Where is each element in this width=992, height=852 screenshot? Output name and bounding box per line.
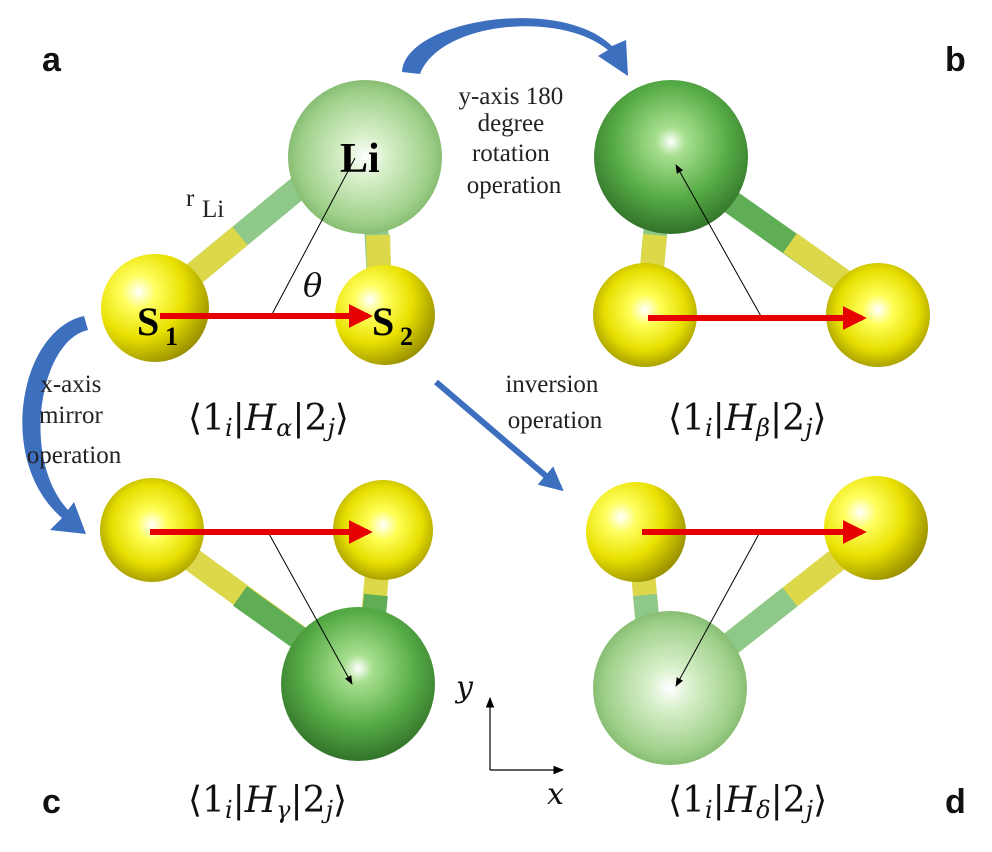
- angle-label: θ: [303, 266, 322, 304]
- hamiltonian-sub: γ: [276, 796, 291, 824]
- rotation-label: y-axis 180 degree rotation operation: [458, 83, 569, 199]
- sulfur-atom-2: [335, 265, 435, 365]
- bra-sub: i: [225, 414, 233, 442]
- matrix-element-c: ⟨1i|Hγ|2j⟩: [188, 780, 347, 824]
- inversion-label-line-1: inversion: [505, 371, 599, 398]
- panel-a: a Li S 1 S 2 r Li θ ⟨1i|Hα|2j⟩: [42, 41, 442, 442]
- mirror-label: x-axis mirror operation: [27, 371, 122, 469]
- hamiltonian-sub: α: [276, 414, 292, 442]
- ket: |2: [292, 398, 327, 439]
- mirror-label-line-3: operation: [27, 442, 122, 469]
- panel-letter-d: d: [945, 783, 966, 821]
- svg-text:⟨1i|Hα|2j⟩: ⟨1i|Hα|2j⟩: [188, 398, 349, 442]
- bra: ⟨1: [668, 398, 705, 439]
- lithium-atom: [594, 80, 748, 234]
- hamiltonian-sub: δ: [756, 796, 770, 824]
- hamiltonian: |H: [233, 398, 277, 439]
- ket-close: ⟩: [813, 398, 827, 439]
- bond-length-label: r: [186, 185, 195, 212]
- panel-d: d ⟨1i|Hδ|2j⟩: [586, 476, 966, 824]
- bra-sub: i: [705, 414, 713, 442]
- ket: |2: [291, 780, 326, 821]
- bra: ⟨1: [188, 398, 225, 439]
- lithium-label: Li: [340, 136, 380, 182]
- rotation-arrow: [402, 18, 628, 76]
- sulfur-2-label: S: [372, 299, 394, 344]
- hamiltonian: |H: [713, 780, 757, 821]
- mirror-label-line-1: x-axis: [40, 371, 101, 398]
- hamiltonian-sub: β: [755, 414, 770, 442]
- li-vector: [269, 157, 356, 319]
- sulfur-atom-2: [826, 263, 930, 367]
- lithium-atom: [281, 607, 435, 761]
- bra: ⟨1: [668, 780, 705, 821]
- mirror-arrow: [22, 316, 89, 534]
- panel-b: b ⟨1i|Hβ|2j⟩: [593, 41, 966, 442]
- svg-text:⟨1i|Hγ|2j⟩: ⟨1i|Hγ|2j⟩: [188, 780, 347, 824]
- mirror-label-line-2: mirror: [39, 402, 104, 429]
- sulfur-1-subscript: 1: [165, 322, 178, 351]
- mirror-operation: x-axis mirror operation: [22, 316, 122, 534]
- panel-letter-a: a: [42, 41, 62, 79]
- rotation-operation: y-axis 180 degree rotation operation: [402, 18, 628, 199]
- hamiltonian: |H: [713, 398, 757, 439]
- sulfur-atom-2: [824, 476, 928, 580]
- ket: |2: [771, 780, 806, 821]
- inversion-label-line-2: operation: [508, 407, 603, 434]
- bond-length-subscript: Li: [202, 196, 224, 223]
- y-axis-label: y: [454, 670, 474, 705]
- sulfur-atom-1: [593, 263, 697, 367]
- li-vector: [267, 531, 353, 685]
- svg-text:⟨1i|Hβ|2j⟩: ⟨1i|Hβ|2j⟩: [668, 398, 827, 442]
- svg-text:⟨1i|Hδ|2j⟩: ⟨1i|Hδ|2j⟩: [668, 780, 827, 824]
- bra-sub: i: [225, 796, 233, 824]
- bra: ⟨1: [188, 780, 225, 821]
- lithium-atom: [593, 611, 747, 765]
- inversion-label: inversion operation: [505, 371, 604, 434]
- bra-sub: i: [705, 796, 713, 824]
- matrix-element-a: ⟨1i|Hα|2j⟩: [188, 398, 349, 442]
- x-axis-label: x: [547, 777, 564, 812]
- rotation-label-line-3: rotation: [472, 140, 550, 167]
- rotation-label-line-4: operation: [467, 172, 562, 199]
- panel-letter-c: c: [42, 783, 61, 821]
- inversion-arrow: [434, 379, 564, 492]
- ket-close: ⟩: [335, 398, 349, 439]
- inversion-operation: inversion operation: [434, 371, 604, 492]
- rotation-label-line-2: degree: [478, 110, 545, 137]
- lithium-atom: [288, 80, 442, 234]
- ket-close: ⟩: [813, 780, 827, 821]
- ket: |2: [770, 398, 805, 439]
- li-vector: [675, 164, 763, 319]
- sulfur-atom-1: [101, 254, 209, 362]
- sulfur-2-subscript: 2: [400, 322, 413, 351]
- hamiltonian: |H: [233, 780, 277, 821]
- panel-letter-b: b: [945, 41, 966, 79]
- sulfur-atom-1: [586, 482, 686, 582]
- sulfur-1-label: S: [137, 299, 159, 344]
- li-vector: [675, 531, 761, 687]
- matrix-element-d: ⟨1i|Hδ|2j⟩: [668, 780, 827, 824]
- rotation-label-line-1: y-axis 180: [458, 83, 563, 110]
- matrix-element-b: ⟨1i|Hβ|2j⟩: [668, 398, 827, 442]
- ket-close: ⟩: [333, 780, 347, 821]
- panel-c: c ⟨1i|Hγ|2j⟩: [42, 478, 435, 824]
- coordinate-axes: y x: [454, 670, 565, 812]
- sulfur-atom-2: [333, 480, 433, 580]
